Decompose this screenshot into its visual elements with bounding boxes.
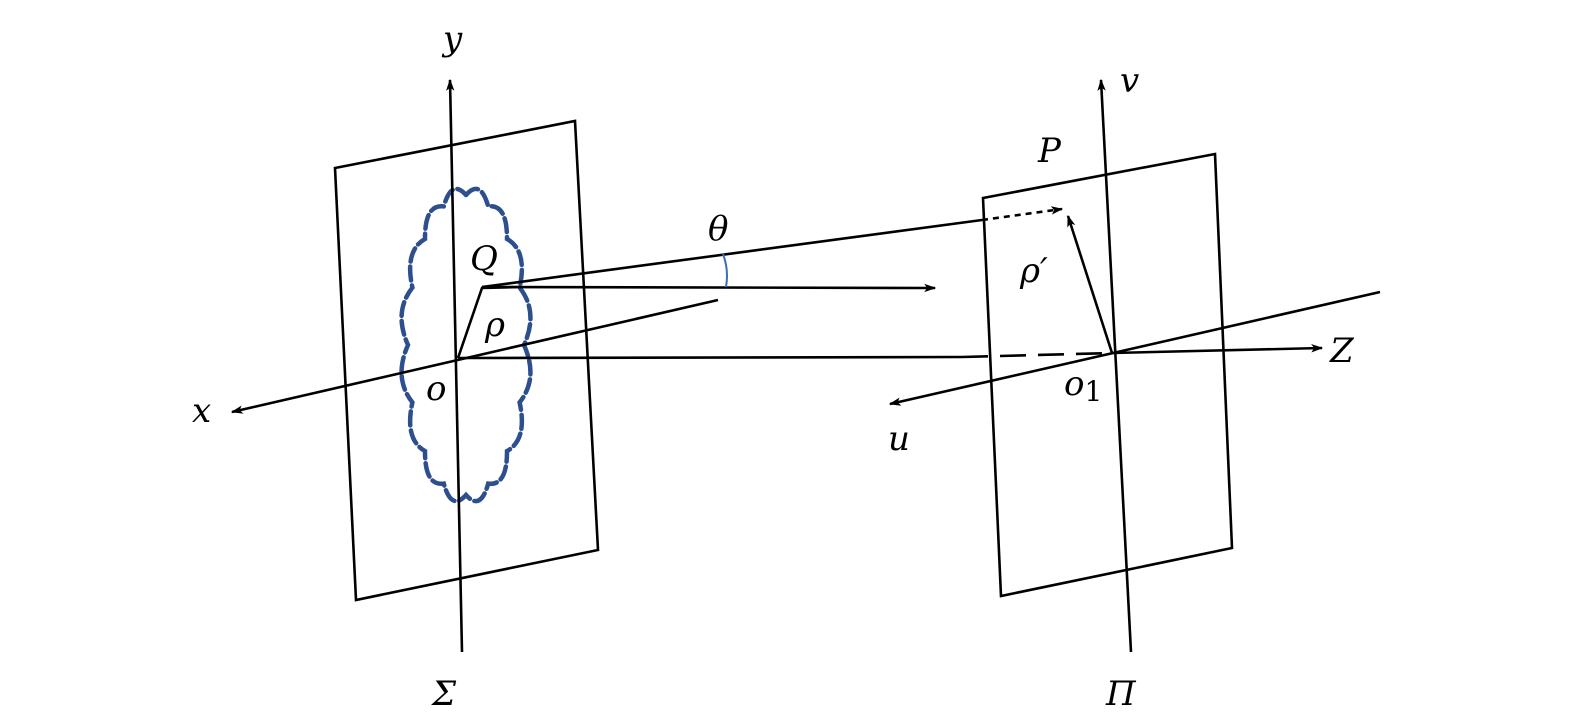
label-y: y — [441, 19, 463, 59]
label-o1: o1 — [1064, 364, 1102, 408]
theta-angle-arc — [722, 253, 728, 288]
label-sigma: Σ — [430, 674, 457, 714]
label-v: v — [1120, 61, 1139, 101]
plane-sigma — [333, 119, 600, 602]
diffracted-ray-dotted — [981, 206, 1064, 222]
plane-pi — [981, 152, 1234, 598]
parallel-ray — [481, 283, 937, 293]
label-u: u — [888, 419, 910, 459]
label-rho: ρ — [484, 305, 505, 345]
u-axis — [888, 290, 1381, 406]
label-theta: θ — [708, 209, 728, 249]
y-axis — [446, 78, 464, 653]
label-Q: Q — [470, 239, 498, 279]
object-cloud — [399, 186, 533, 504]
rho-prime-vector — [1066, 214, 1114, 354]
label-o: o — [426, 369, 446, 409]
label-rho-prime: ρ′ — [1019, 251, 1048, 291]
label-P: P — [1037, 131, 1062, 171]
optical-axis-dashed — [961, 351, 1113, 359]
v-axis — [1097, 78, 1133, 653]
x-axis — [230, 298, 719, 414]
label-pi: Π — [1105, 674, 1137, 714]
z-axis — [1111, 344, 1324, 355]
optical-axis-solid — [457, 355, 963, 360]
label-Z: Z — [1329, 331, 1355, 371]
diffracted-ray — [481, 218, 983, 289]
label-x: x — [192, 391, 211, 431]
